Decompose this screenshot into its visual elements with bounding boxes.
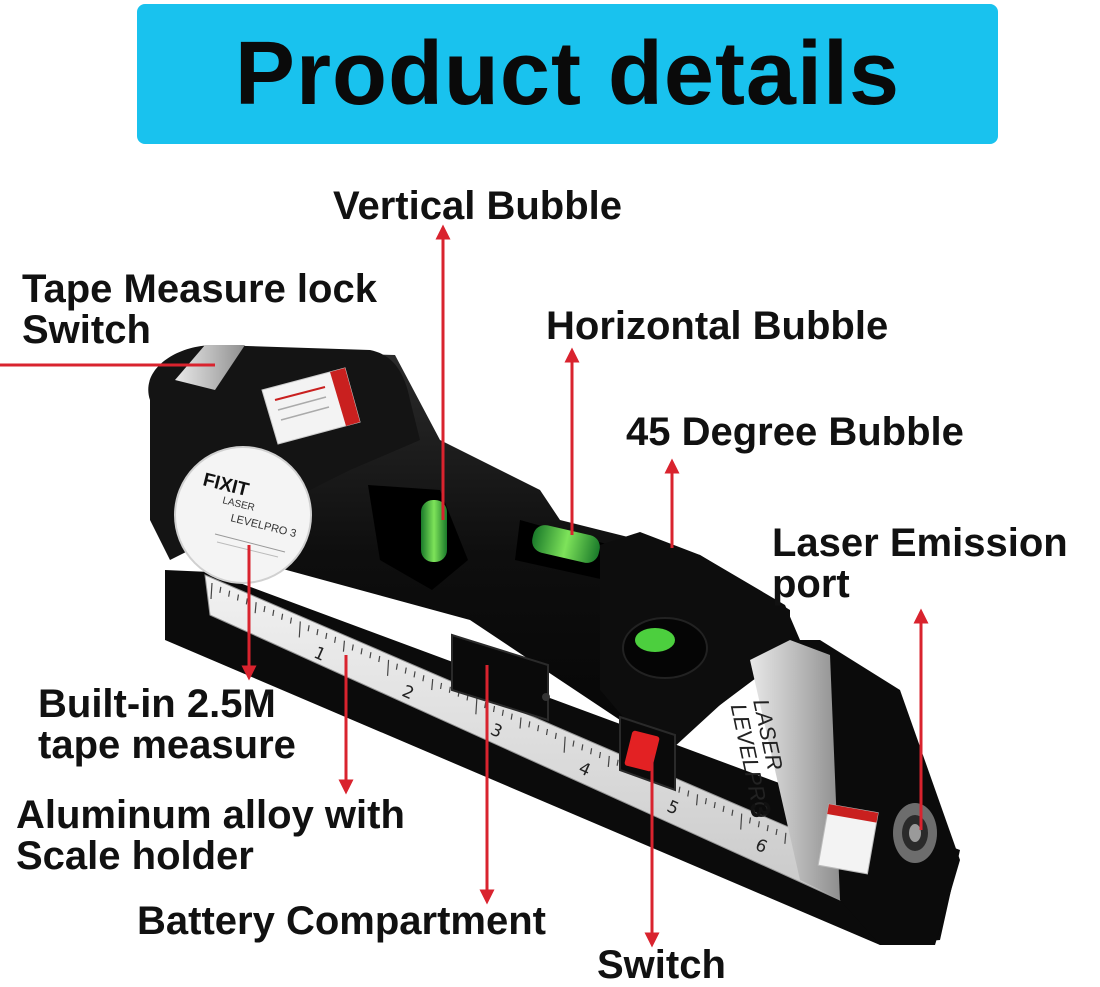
tape-tick bbox=[386, 659, 390, 676]
label-aluminum-line1: Aluminum alloy with bbox=[16, 793, 405, 837]
tape-tick bbox=[722, 805, 725, 812]
tape-tick bbox=[298, 621, 301, 638]
tape-tick bbox=[616, 759, 619, 766]
tape-tick bbox=[713, 801, 716, 809]
battery-compartment bbox=[451, 633, 549, 722]
tape-tick bbox=[740, 813, 743, 830]
label-45-degree-bubble: 45 Degree Bubble bbox=[626, 410, 964, 454]
label-laser-port-line2: port bbox=[772, 562, 850, 606]
tape-tick bbox=[510, 713, 513, 720]
tape-tick bbox=[492, 705, 496, 713]
tape-tick bbox=[757, 821, 760, 828]
tape-tick bbox=[210, 582, 213, 600]
label-laser-port-line1: Laser Emission bbox=[772, 521, 1068, 565]
metal-band-left bbox=[175, 345, 245, 390]
tape-tick bbox=[351, 644, 354, 651]
tape-tick bbox=[704, 798, 707, 805]
tape-tick bbox=[545, 728, 549, 736]
metal-band-right bbox=[750, 640, 840, 900]
round-label: FIXIT LASER LEVELPRO 3 bbox=[174, 446, 312, 584]
tape-tick bbox=[360, 648, 363, 655]
vertical-vial bbox=[421, 500, 447, 562]
tape-tick bbox=[289, 617, 293, 624]
label-tape-lock-line1: Tape Measure lock bbox=[22, 267, 377, 311]
tape-tick bbox=[766, 825, 769, 832]
title-banner: Product details bbox=[137, 4, 998, 144]
tape-tick bbox=[581, 744, 584, 751]
svg-text:3: 3 bbox=[744, 799, 778, 821]
label-vertical-bubble: Vertical Bubble bbox=[333, 184, 622, 228]
tape-tick bbox=[272, 609, 275, 616]
tape-tick bbox=[537, 725, 540, 732]
tape-tick bbox=[413, 671, 416, 678]
tape-tick bbox=[281, 613, 284, 620]
tape-tick bbox=[598, 751, 602, 759]
tape-tick bbox=[439, 682, 443, 690]
tape-tick bbox=[678, 786, 681, 793]
tape-tick bbox=[263, 605, 266, 613]
label-tape-measure-line1: Built-in 2.5M bbox=[38, 682, 276, 726]
tape-tick bbox=[607, 755, 610, 767]
tape-tick bbox=[236, 594, 240, 601]
warning-sticker bbox=[261, 367, 361, 445]
tape-tick bbox=[501, 709, 504, 716]
tape-tick bbox=[378, 655, 381, 663]
degree-vial bbox=[635, 628, 675, 652]
callout-arrows bbox=[0, 224, 929, 948]
tape-tick bbox=[475, 698, 478, 715]
tape-tick bbox=[395, 663, 398, 670]
tape-tick bbox=[695, 794, 699, 806]
tape-tick bbox=[219, 586, 222, 593]
horizontal-vial bbox=[532, 525, 600, 563]
tape-tick bbox=[528, 721, 531, 728]
label-horizontal-bubble: Horizontal Bubble bbox=[546, 304, 889, 348]
label-switch: Switch bbox=[597, 943, 726, 987]
tape-tick bbox=[334, 636, 337, 643]
tape-tick bbox=[448, 686, 451, 693]
tape-tick bbox=[554, 732, 557, 739]
label-aluminum-line2: Scale holder bbox=[16, 834, 254, 878]
tape-tick bbox=[748, 817, 752, 824]
tape-tick bbox=[784, 832, 787, 844]
tape-tick bbox=[572, 740, 575, 747]
tape-tick bbox=[325, 632, 328, 640]
tape-tick bbox=[254, 602, 257, 614]
laser-port bbox=[893, 803, 937, 863]
tape-tick bbox=[342, 640, 346, 652]
tape-tick bbox=[369, 652, 372, 659]
tape-tick bbox=[563, 736, 566, 753]
tape-tick bbox=[404, 667, 407, 674]
page-title: Product details bbox=[234, 23, 901, 124]
tape-tick bbox=[519, 717, 522, 729]
tape-tick bbox=[307, 625, 310, 632]
tape-tick bbox=[775, 828, 778, 836]
label-battery-compartment: Battery Compartment bbox=[137, 899, 546, 943]
tape-tick bbox=[590, 748, 593, 755]
tape-tick bbox=[245, 598, 248, 605]
label-tape-lock-line2: Switch bbox=[22, 308, 151, 352]
tape-tick bbox=[422, 675, 425, 682]
label-tape-measure-line2: tape measure bbox=[38, 723, 296, 767]
tape-tick bbox=[316, 629, 319, 636]
tape-tick bbox=[431, 679, 434, 691]
tape-tick bbox=[731, 809, 734, 816]
tape-tick bbox=[687, 790, 690, 797]
tape-tick bbox=[228, 590, 231, 597]
